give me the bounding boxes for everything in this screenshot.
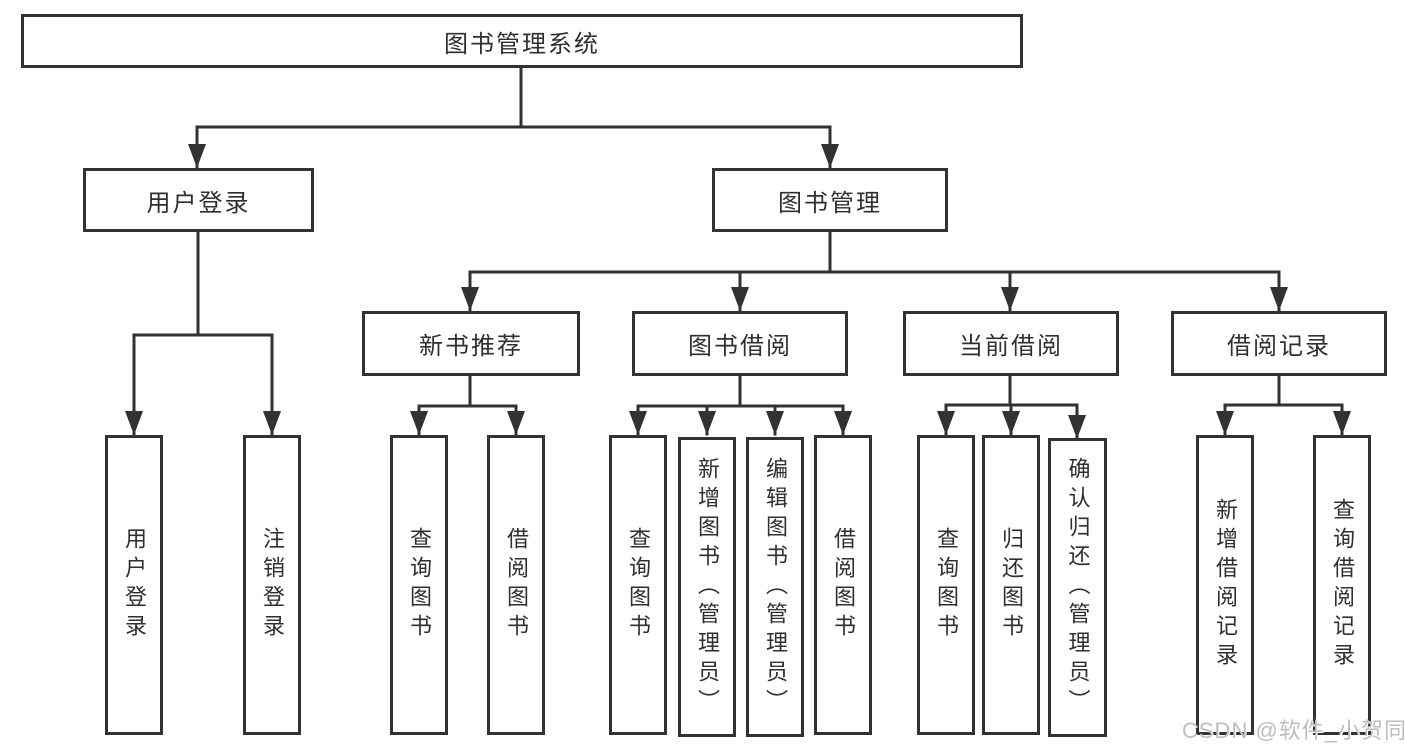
node-new-book-recommend-label: 新书推荐 — [419, 333, 523, 360]
node-book-management-label: 图书管理 — [778, 189, 882, 217]
leaf-add-books-admin-label: 新增图书（管理员） — [695, 456, 720, 718]
node-borrow-records: 借阅记录 — [1171, 311, 1387, 376]
connector-user-login-trunk — [132, 230, 274, 337]
leaf-add-books-admin: 新增图书（管理员） — [678, 437, 736, 737]
leaf-edit-books-admin: 编辑图书（管理员） — [746, 437, 804, 737]
leaf-confirm-return-admin-label: 确认归还（管理员） — [1065, 457, 1091, 718]
csdn-watermark: CSDN @软件_小贺同学 — [1182, 718, 1405, 743]
connector-book-management-trunk — [468, 230, 1281, 274]
node-new-book-recommend: 新书推荐 — [362, 311, 580, 376]
leaf-query-books-2: 查询图书 — [609, 435, 667, 735]
node-root-label: 图书管理系统 — [444, 30, 600, 58]
connector-root-trunk — [195, 66, 832, 129]
leaf-logout: 注销登录 — [243, 435, 301, 735]
connector-borrow-records-trunk — [1223, 374, 1344, 407]
node-book-borrow: 图书借阅 — [632, 311, 848, 376]
leaf-borrow-books-1: 借阅图书 — [487, 435, 545, 735]
leaf-query-books-2-label: 查询图书 — [626, 527, 651, 643]
node-user-login: 用户登录 — [83, 168, 314, 232]
leaf-query-borrow-record: 查询借阅记录 — [1313, 435, 1371, 735]
connector-book-borrow-trunk — [636, 374, 845, 408]
leaf-return-books-label: 归还图书 — [999, 527, 1024, 643]
leaf-user-login: 用户登录 — [105, 435, 163, 735]
leaf-query-books-3: 查询图书 — [917, 435, 975, 735]
connector-current-borrow-trunk — [944, 374, 1079, 407]
leaf-query-books-1: 查询图书 — [390, 435, 448, 735]
node-user-login-label: 用户登录 — [146, 189, 251, 217]
node-current-borrow: 当前借阅 — [903, 311, 1119, 376]
leaf-query-borrow-record-label: 查询借阅记录 — [1330, 498, 1355, 672]
leaf-logout-label: 注销登录 — [260, 527, 285, 643]
leaf-edit-books-admin-label: 编辑图书（管理员） — [763, 456, 788, 718]
leaf-return-books: 归还图书 — [982, 435, 1040, 735]
connector-new-book-trunk — [417, 374, 518, 408]
leaf-borrow-books-1-label: 借阅图书 — [504, 527, 529, 643]
leaf-confirm-return-admin: 确认归还（管理员） — [1048, 438, 1107, 737]
leaf-borrow-books-2-label: 借阅图书 — [831, 527, 856, 643]
node-book-borrow-label: 图书借阅 — [688, 333, 792, 360]
node-borrow-records-label: 借阅记录 — [1227, 333, 1331, 360]
node-root: 图书管理系统 — [21, 14, 1023, 68]
leaf-add-borrow-record: 新增借阅记录 — [1196, 435, 1254, 735]
leaf-query-books-1-label: 查询图书 — [407, 527, 432, 643]
leaf-borrow-books-2: 借阅图书 — [814, 435, 872, 735]
leaf-user-login-label: 用户登录 — [122, 527, 147, 643]
leaf-add-borrow-record-label: 新增借阅记录 — [1213, 498, 1238, 672]
leaf-query-books-3-label: 查询图书 — [934, 527, 959, 643]
node-current-borrow-label: 当前借阅 — [959, 333, 1063, 360]
node-book-management: 图书管理 — [712, 168, 948, 232]
